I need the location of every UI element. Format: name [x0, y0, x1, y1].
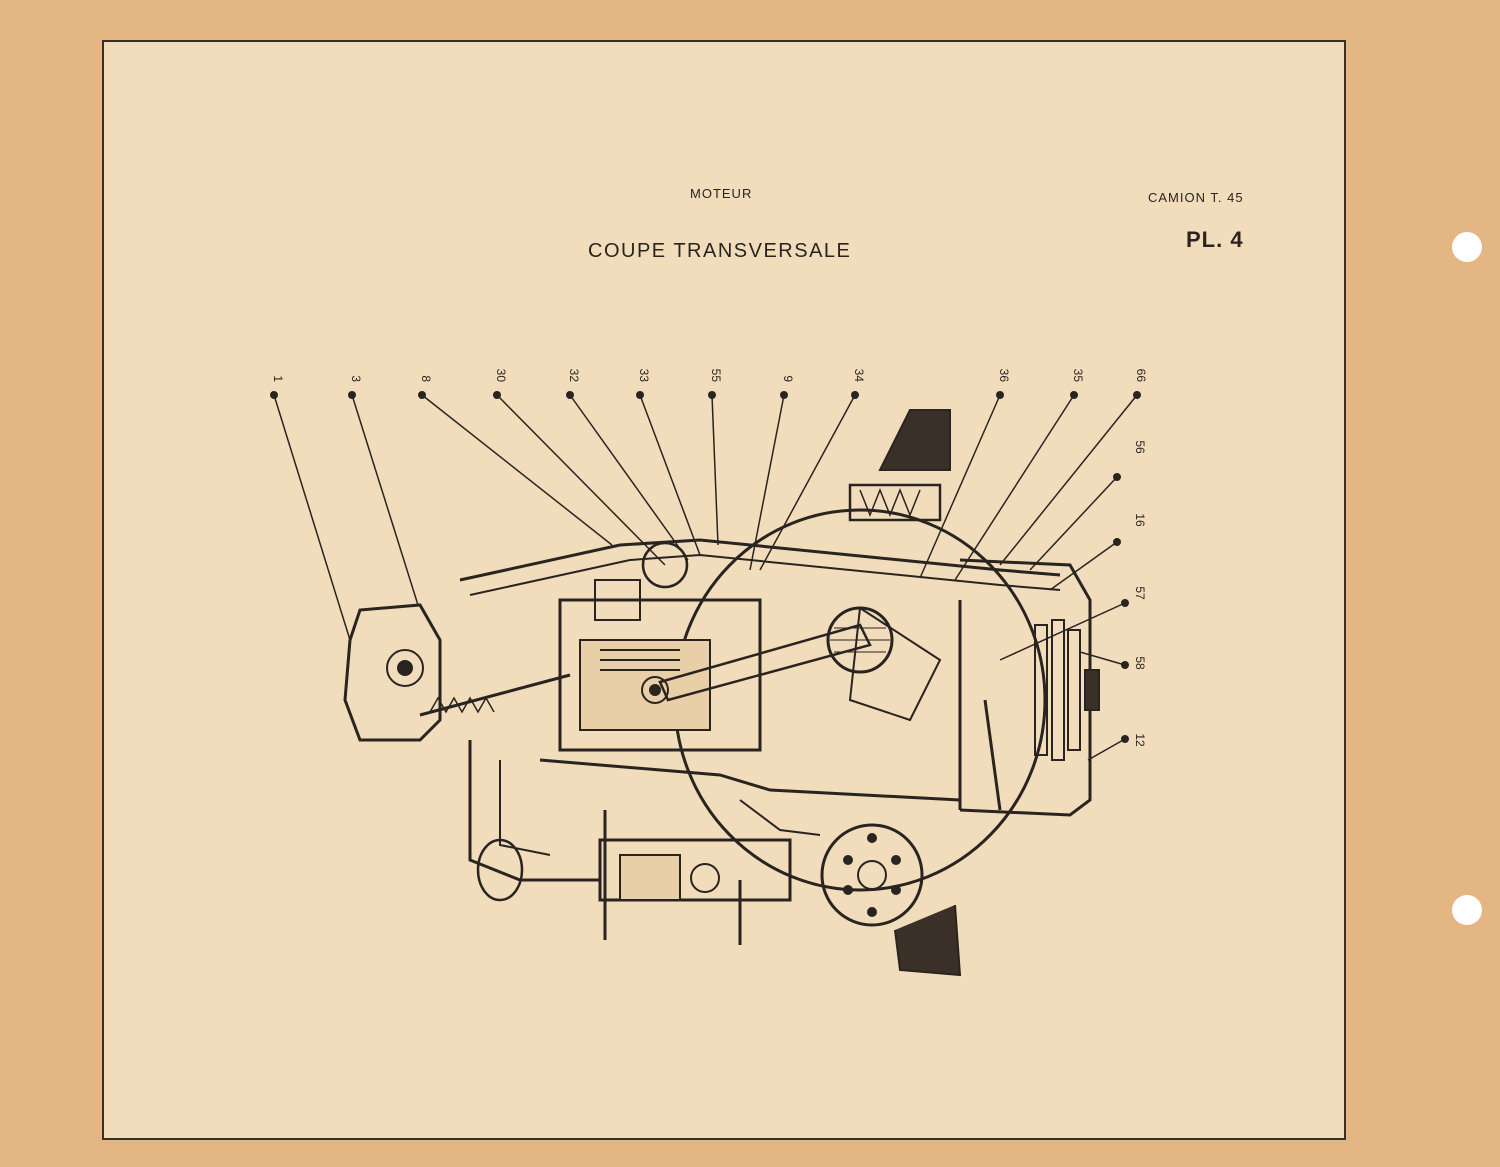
punch-hole-bottom — [1452, 895, 1482, 925]
callout-label: 3 — [349, 375, 363, 382]
callout-label: 66 — [1134, 369, 1148, 383]
leader-lines — [273, 394, 1138, 761]
engine-drawing — [343, 409, 1100, 977]
document-sheet — [102, 40, 1346, 1140]
callout-dots — [270, 391, 1141, 743]
callout-label: 36 — [997, 369, 1011, 383]
drawing-title: COUPE TRANSVERSALE — [588, 240, 852, 262]
section-heading: MOTEUR — [690, 186, 753, 201]
callout-label: 57 — [1133, 586, 1147, 600]
callout-label: 34 — [852, 369, 866, 383]
callout-label: 9 — [781, 375, 795, 382]
callout-label: 8 — [419, 375, 433, 382]
callout-labels-right: 56 16 57 58 12 — [1133, 440, 1147, 747]
callout-label: 35 — [1071, 369, 1085, 383]
callout-label: 1 — [271, 375, 285, 382]
callout-label: 30 — [494, 369, 508, 383]
callout-label: 56 — [1133, 440, 1147, 454]
punch-hole-top — [1452, 232, 1482, 262]
plate-number: PL. 4 — [1186, 227, 1244, 252]
callout-label: 33 — [637, 369, 651, 383]
callout-labels-top: 1 3 8 30 32 33 55 9 34 36 35 66 — [271, 369, 1148, 383]
callout-label: 12 — [1133, 733, 1147, 747]
callout-label: 32 — [567, 369, 581, 383]
callout-label: 16 — [1133, 513, 1147, 527]
vehicle-label: CAMION T. 45 — [1148, 190, 1244, 205]
callout-label: 58 — [1133, 656, 1147, 670]
callout-label: 55 — [709, 369, 723, 383]
